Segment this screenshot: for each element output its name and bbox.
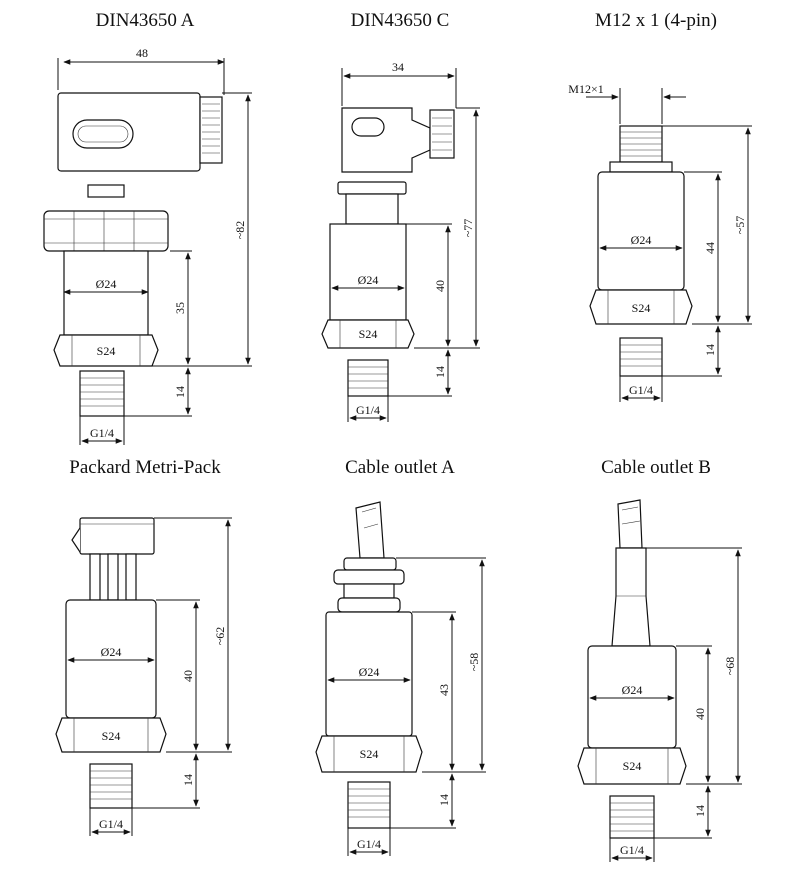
connector-neck [87,184,125,198]
strain-relief [611,547,651,647]
knurled-nut [43,210,169,252]
hex-nut [321,319,415,349]
variant-title: DIN43650 C [351,10,450,31]
body-length-dimension: 35 [173,302,187,314]
connector-pin [125,553,137,601]
body-length-dimension: 40 [693,708,707,720]
thread-length-dimension: 14 [693,805,707,817]
connector-thread-dimension: M12×1 [568,82,603,96]
variant-title: Cable outlet A [345,457,455,478]
thread-port [619,337,663,377]
cable-gland-body [343,583,395,599]
diameter-dimension: Ø24 [359,665,380,679]
total-length-dimension: ~58 [467,653,481,672]
cable-gland-nut [333,569,405,585]
total-length-dimension: ~62 [213,627,227,646]
variant-cable-outlet-a: Cable outlet A S24 Ø24 ~58 43 14 [315,457,486,856]
cable-gland [199,96,223,164]
thread-length-dimension: 14 [703,344,717,356]
body-length-dimension: 40 [181,670,195,682]
variant-din43650-c: DIN43650 C S24 34 Ø24 ~77 40 14 [321,10,480,422]
thread-length-dimension: 14 [173,386,187,398]
sensor-body [63,250,149,336]
diameter-dimension: Ø24 [96,277,117,291]
sensor-body [65,599,157,719]
thread-length-dimension: 14 [437,794,451,806]
hex-nut [577,747,687,785]
body-length-dimension: 43 [437,684,451,696]
diameter-dimension: Ø24 [631,233,652,247]
connector-latch [71,527,81,553]
diameter-dimension: Ø24 [101,645,122,659]
connector-collar [609,161,673,173]
variant-packard-metri-pack: Packard Metri-Pack S24 Ø24 ~62 40 14 [55,457,232,836]
width-dimension: 34 [392,60,404,74]
hex-label: S24 [97,344,116,358]
variant-title: Cable outlet B [601,457,711,478]
diameter-dimension: Ø24 [622,683,643,697]
variant-din43650-a: DIN43650 A S24 48 Ø24 ~82 35 [43,10,252,445]
port-label: G1/4 [620,843,644,857]
port-label: G1/4 [356,403,380,417]
total-length-dimension: ~82 [233,221,247,240]
sensor-body [587,645,677,749]
sensor-body [597,171,685,291]
total-length-dimension: ~77 [461,219,475,238]
hex-nut [55,717,167,753]
total-length-dimension: ~68 [723,657,737,676]
body-length-dimension: 40 [433,280,447,292]
connector-pin [89,553,101,601]
port-label: G1/4 [357,837,381,851]
variant-m12: M12 x 1 (4-pin) S24 M12×1 Ø24 ~57 44 14 [568,10,752,402]
connector-collar [337,181,407,195]
sensor-body [329,223,407,321]
variant-title: Packard Metri-Pack [69,457,221,478]
cable [355,501,385,559]
connector-neck [345,193,399,225]
cable [617,499,643,549]
variant-title: M12 x 1 (4-pin) [595,10,717,31]
connector-pin [107,553,119,601]
connector-window [72,119,134,149]
hex-label: S24 [102,729,121,743]
thread-length-dimension: 14 [181,774,195,786]
packard-connector [79,517,155,555]
thread-length-dimension: 14 [433,366,447,378]
port-label: G1/4 [629,383,653,397]
thread-port [347,359,389,397]
port-label: G1/4 [90,426,114,440]
cable-gland-lock [337,597,401,613]
port-label: G1/4 [99,817,123,831]
thread-port [347,781,391,829]
variant-cable-outlet-b: Cable outlet B S24 Ø24 ~68 40 14 G1/4 [577,457,742,862]
hex-label: S24 [360,747,379,761]
body-length-dimension: 44 [703,242,717,254]
total-length-dimension: ~57 [733,216,747,235]
hex-label: S24 [632,301,651,315]
variant-title: DIN43650 A [96,10,195,31]
hex-label: S24 [359,327,378,341]
hex-nut [589,289,693,325]
width-dimension: 48 [136,46,148,60]
diameter-dimension: Ø24 [358,273,379,287]
thread-port [89,763,133,809]
thread-port [79,370,125,417]
hex-nut [315,735,423,773]
hex-label: S24 [623,759,642,773]
connector-window [351,117,385,137]
connector-housing [341,107,431,173]
cable-gland-cap [343,557,397,571]
